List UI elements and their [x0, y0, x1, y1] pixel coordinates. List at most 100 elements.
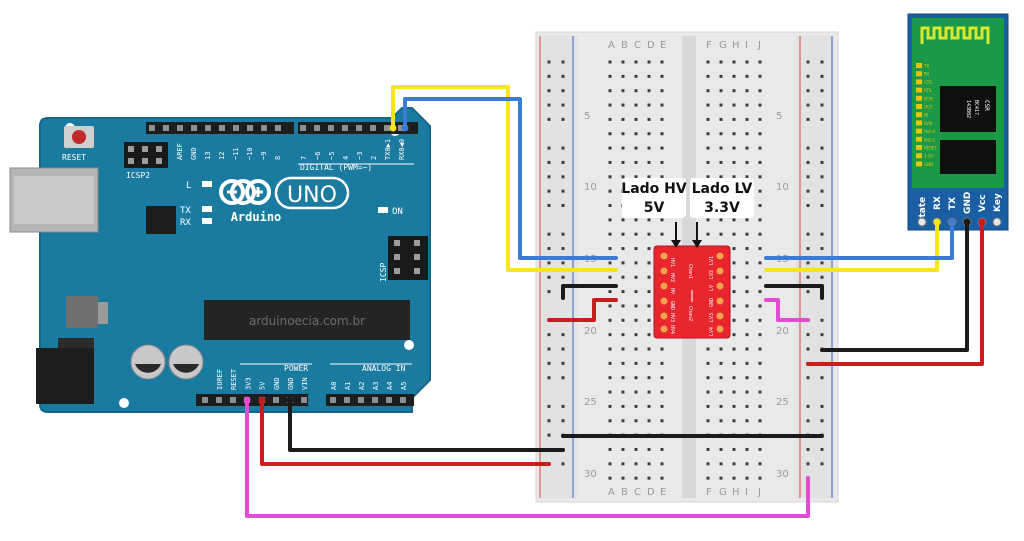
header-socket[interactable]	[275, 125, 281, 131]
breadboard-hole[interactable]	[719, 447, 723, 451]
header-socket[interactable]	[230, 397, 236, 403]
breadboard-hole[interactable]	[647, 304, 651, 308]
rail-hole[interactable]	[820, 89, 824, 93]
breadboard-hole[interactable]	[621, 146, 625, 150]
breadboard-hole[interactable]	[634, 218, 638, 222]
breadboard-hole[interactable]	[608, 404, 612, 408]
rail-hole[interactable]	[561, 189, 565, 193]
breadboard-hole[interactable]	[732, 132, 736, 136]
breadboard-hole[interactable]	[719, 89, 723, 93]
breadboard-hole[interactable]	[660, 218, 664, 222]
header-socket[interactable]	[330, 397, 336, 403]
header-socket[interactable]	[400, 397, 406, 403]
header-socket[interactable]	[205, 125, 211, 131]
breadboard-hole[interactable]	[732, 462, 736, 466]
rail-hole[interactable]	[820, 189, 824, 193]
breadboard-hole[interactable]	[719, 347, 723, 351]
breadboard-hole[interactable]	[745, 419, 749, 423]
header-socket[interactable]	[372, 397, 378, 403]
breadboard-hole[interactable]	[732, 247, 736, 251]
breadboard-hole[interactable]	[621, 404, 625, 408]
breadboard-hole[interactable]	[634, 261, 638, 265]
breadboard-hole[interactable]	[732, 376, 736, 380]
breadboard-hole[interactable]	[608, 117, 612, 121]
rail-hole[interactable]	[820, 60, 824, 64]
rail-hole[interactable]	[547, 247, 551, 251]
breadboard-hole[interactable]	[660, 146, 664, 150]
breadboard-hole[interactable]	[758, 189, 762, 193]
rail-hole[interactable]	[820, 447, 824, 451]
rail-hole[interactable]	[806, 261, 810, 265]
breadboard-hole[interactable]	[732, 447, 736, 451]
rail-hole[interactable]	[806, 404, 810, 408]
header-socket[interactable]	[370, 125, 376, 131]
breadboard-hole[interactable]	[660, 60, 664, 64]
breadboard-hole[interactable]	[660, 476, 664, 480]
breadboard-hole[interactable]	[706, 146, 710, 150]
breadboard-hole[interactable]	[647, 419, 651, 423]
breadboard-hole[interactable]	[758, 304, 762, 308]
breadboard-hole[interactable]	[732, 160, 736, 164]
rail-hole[interactable]	[820, 146, 824, 150]
rail-hole[interactable]	[561, 232, 565, 236]
breadboard-hole[interactable]	[706, 462, 710, 466]
breadboard-hole[interactable]	[758, 333, 762, 337]
breadboard-hole[interactable]	[758, 232, 762, 236]
breadboard-hole[interactable]	[634, 247, 638, 251]
breadboard-hole[interactable]	[634, 160, 638, 164]
breadboard-hole[interactable]	[758, 419, 762, 423]
breadboard-hole[interactable]	[745, 74, 749, 78]
rail-hole[interactable]	[806, 232, 810, 236]
breadboard-hole[interactable]	[647, 404, 651, 408]
breadboard-hole[interactable]	[634, 447, 638, 451]
rail-hole[interactable]	[820, 419, 824, 423]
breadboard-hole[interactable]	[660, 361, 664, 365]
breadboard-hole[interactable]	[660, 117, 664, 121]
breadboard-hole[interactable]	[745, 261, 749, 265]
rail-hole[interactable]	[806, 175, 810, 179]
breadboard-hole[interactable]	[621, 347, 625, 351]
breadboard-hole[interactable]	[745, 103, 749, 107]
breadboard-hole[interactable]	[745, 333, 749, 337]
breadboard-hole[interactable]	[706, 103, 710, 107]
breadboard-hole[interactable]	[660, 376, 664, 380]
breadboard-hole[interactable]	[719, 146, 723, 150]
breadboard-hole[interactable]	[608, 132, 612, 136]
breadboard-hole[interactable]	[621, 390, 625, 394]
breadboard-hole[interactable]	[608, 290, 612, 294]
rail-hole[interactable]	[561, 347, 565, 351]
breadboard-hole[interactable]	[719, 462, 723, 466]
breadboard-hole[interactable]	[719, 404, 723, 408]
rail-hole[interactable]	[547, 275, 551, 279]
rail-hole[interactable]	[547, 74, 551, 78]
breadboard-hole[interactable]	[758, 376, 762, 380]
breadboard-hole[interactable]	[647, 347, 651, 351]
breadboard-hole[interactable]	[634, 103, 638, 107]
rail-hole[interactable]	[547, 232, 551, 236]
breadboard-hole[interactable]	[621, 89, 625, 93]
header-socket[interactable]	[216, 397, 222, 403]
breadboard-hole[interactable]	[634, 175, 638, 179]
rail-hole[interactable]	[547, 419, 551, 423]
rail-hole[interactable]	[561, 89, 565, 93]
header-socket[interactable]	[358, 397, 364, 403]
rail-hole[interactable]	[806, 462, 810, 466]
breadboard-hole[interactable]	[745, 117, 749, 121]
breadboard-hole[interactable]	[758, 146, 762, 150]
breadboard-hole[interactable]	[660, 447, 664, 451]
breadboard-hole[interactable]	[745, 361, 749, 365]
breadboard-hole[interactable]	[758, 117, 762, 121]
header-socket[interactable]	[247, 125, 253, 131]
rail-hole[interactable]	[547, 60, 551, 64]
breadboard-hole[interactable]	[706, 175, 710, 179]
breadboard-hole[interactable]	[608, 318, 612, 322]
rail-hole[interactable]	[561, 103, 565, 107]
breadboard-hole[interactable]	[621, 132, 625, 136]
rail-hole[interactable]	[547, 117, 551, 121]
breadboard-hole[interactable]	[621, 232, 625, 236]
breadboard-hole[interactable]	[660, 232, 664, 236]
rail-hole[interactable]	[561, 275, 565, 279]
breadboard-hole[interactable]	[719, 74, 723, 78]
breadboard-hole[interactable]	[634, 74, 638, 78]
breadboard-hole[interactable]	[758, 390, 762, 394]
